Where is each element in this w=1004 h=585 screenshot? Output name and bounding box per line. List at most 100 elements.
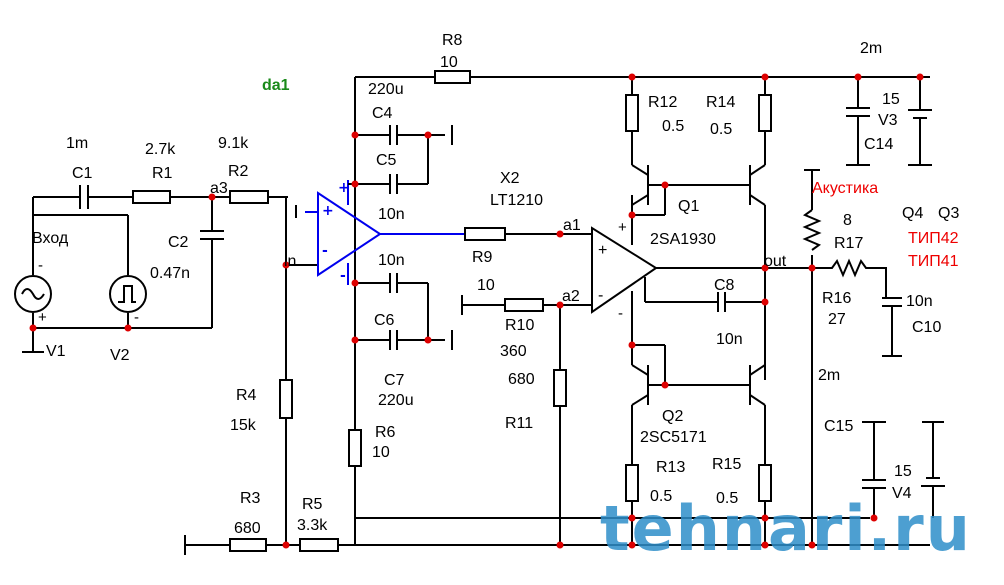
c8-value: 10n <box>716 331 743 348</box>
opamp-da1 <box>295 180 465 285</box>
power-top <box>846 77 932 166</box>
r17-name: R17 <box>834 235 863 252</box>
svg-text:-: - <box>134 309 139 326</box>
v4-name: V4 <box>892 485 912 502</box>
svg-text:-: - <box>38 257 43 274</box>
output-stage <box>631 77 766 545</box>
svg-text:-: - <box>340 268 346 284</box>
r6-resistor <box>348 429 362 467</box>
power-bottom <box>862 421 945 518</box>
r15-value: 0.5 <box>716 490 738 507</box>
junction-dots <box>29 73 924 549</box>
r5-name: R5 <box>302 496 323 513</box>
r10-value: 360 <box>500 343 527 360</box>
svg-text:+: + <box>322 203 334 219</box>
r10-resistor <box>504 298 544 312</box>
label-da1: da1 <box>262 77 290 94</box>
r10-name: R10 <box>505 317 534 334</box>
r3-resistor <box>229 538 267 552</box>
v4-value: 15 <box>894 463 912 480</box>
r8-name: R8 <box>442 32 463 49</box>
c10-value: 10n <box>906 293 933 310</box>
r9-resistor <box>464 227 506 241</box>
c14-value: 2m <box>860 40 882 57</box>
x2-name: X2 <box>500 170 520 187</box>
v3-name: V3 <box>878 112 898 129</box>
r1-name: R1 <box>152 165 173 182</box>
c1-name: C1 <box>72 165 93 182</box>
r1-resistor <box>132 190 171 204</box>
r14-resistor <box>758 94 772 132</box>
c6-name: C6 <box>374 312 395 329</box>
svg-text:+: + <box>598 242 607 259</box>
c7-name: C7 <box>384 372 405 389</box>
r9-value: 10 <box>477 277 495 294</box>
r2-resistor <box>229 190 269 204</box>
r6-name: R6 <box>375 424 396 441</box>
c15-value: 2m <box>818 367 840 384</box>
c4-name: C4 <box>372 105 393 122</box>
r13-resistor <box>625 464 639 502</box>
c8-name: C8 <box>714 277 735 294</box>
q4-name: Q4 <box>902 205 923 222</box>
r12-name: R12 <box>648 94 677 111</box>
r1-value: 2.7k <box>145 141 176 158</box>
speaker-load <box>802 169 902 545</box>
q3-model: ТИП42 <box>908 230 959 247</box>
c4-value: 220u <box>368 81 404 98</box>
r16-value: 27 <box>828 311 846 328</box>
r4-value: 15k <box>230 417 257 434</box>
c1-value: 1m <box>66 135 88 152</box>
r17-value: 8 <box>843 212 852 229</box>
r14-value: 0.5 <box>710 121 732 138</box>
input-section <box>14 185 318 545</box>
r16-name: R16 <box>822 290 851 307</box>
v2-name: V2 <box>110 347 130 364</box>
node-a1: a1 <box>563 217 581 234</box>
v3-value: 15 <box>882 91 900 108</box>
c6-value: 10n <box>378 252 405 269</box>
r2-value: 9.1k <box>218 135 249 152</box>
speaker-label: Акустика <box>812 180 878 197</box>
r8-value: 10 <box>440 54 458 71</box>
input-label: Вход <box>32 230 69 247</box>
node-out: out <box>764 253 787 270</box>
c15-name: C15 <box>824 418 853 435</box>
x2-model: LT1210 <box>490 192 543 209</box>
v1-source-icon <box>14 275 52 313</box>
svg-text:+: + <box>38 309 47 326</box>
watermark: tehnari.ru <box>600 492 972 565</box>
c6-c7-caps <box>355 273 453 350</box>
q3-name: Q3 <box>938 205 959 222</box>
q2-model: 2SC5171 <box>640 429 707 446</box>
node-a2: a2 <box>562 288 580 305</box>
r2-name: R2 <box>228 163 249 180</box>
r8-resistor <box>434 70 471 84</box>
c10-name: C10 <box>912 319 941 336</box>
r3-value: 680 <box>234 520 261 537</box>
r5-value: 3.3k <box>297 517 328 534</box>
opamp-x2 <box>591 195 810 345</box>
c7-value: 220u <box>378 392 414 409</box>
r4-resistor <box>279 379 293 419</box>
r6-value: 10 <box>372 444 390 461</box>
q1-model: 2SA1930 <box>650 231 716 248</box>
r11-value: 680 <box>508 371 535 388</box>
r13-value: 0.5 <box>650 488 672 505</box>
r12-value: 0.5 <box>662 118 684 135</box>
v2-pulse-source-icon <box>109 275 147 313</box>
r15-name: R15 <box>712 456 741 473</box>
svg-text:-: - <box>598 287 603 304</box>
c2-name: C2 <box>168 234 189 251</box>
v1-name: V1 <box>46 343 66 360</box>
r12-resistor <box>625 94 639 132</box>
r3-name: R3 <box>240 490 261 507</box>
r11-name: R11 <box>505 415 533 432</box>
c5-value: 10n <box>378 206 405 223</box>
svg-text:-: - <box>322 243 328 259</box>
svg-text:-: - <box>618 305 623 322</box>
c14-name: C14 <box>864 136 893 153</box>
q2-name: Q2 <box>662 408 683 425</box>
r13-name: R13 <box>656 459 685 476</box>
